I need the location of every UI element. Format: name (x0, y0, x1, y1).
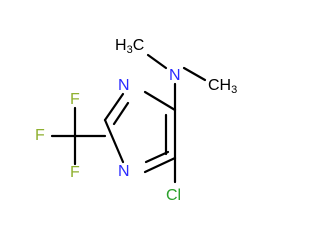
atom-f-top: F (70, 91, 80, 108)
bond-n3-c2-inner (112, 101, 130, 126)
bond-namine-methyl-left (146, 53, 168, 70)
atom-n-amine: N (169, 67, 181, 84)
atom-methyl-right: CH3 (208, 77, 237, 96)
atom-n-ring-bottom: N (118, 163, 130, 180)
methyl-left-c: C (133, 37, 145, 54)
bonds (50, 53, 207, 184)
bond-c2-n1 (103, 118, 125, 164)
methyl-left-subscript: 3 (127, 44, 133, 56)
bond-n1-c6 (143, 156, 177, 174)
methyl-right-ch: CH (208, 77, 231, 94)
molecule-structure-diagram: N H3C CH3 N N F F F Cl (35, 37, 237, 204)
methyl-left-h: H (115, 37, 127, 54)
atom-labels: N H3C CH3 N N F F F Cl (35, 37, 237, 204)
atom-methyl-left: H3C (115, 37, 144, 56)
atom-f-bottom: F (70, 164, 80, 181)
bond-c4-n3 (143, 90, 177, 112)
bond-namine-methyl-right (182, 66, 207, 82)
bond-n1-c6-inner (144, 150, 170, 164)
bond-n3-c2 (103, 92, 125, 122)
atom-n-ring-top: N (118, 77, 130, 94)
atom-cl: Cl (166, 187, 181, 204)
atom-f-left: F (35, 127, 45, 144)
methyl-right-subscript: 3 (231, 84, 237, 96)
